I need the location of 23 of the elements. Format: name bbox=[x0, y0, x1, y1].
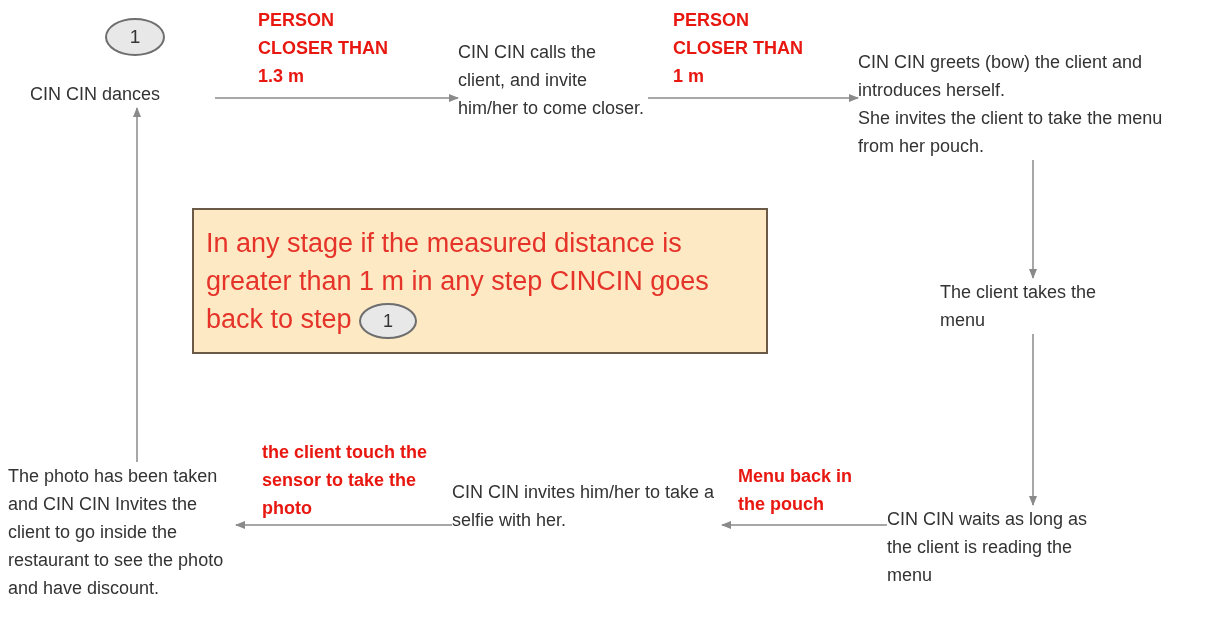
step-number-oval: 1 bbox=[359, 302, 418, 339]
edge-label: PERSON CLOSER THAN 1 m bbox=[673, 9, 804, 88]
step-text: The client takes the menu bbox=[940, 281, 1098, 332]
step-text: CIN CIN calls the client, and invite him/her to come closer. bbox=[458, 41, 646, 120]
edge-label: Menu back in the pouch bbox=[738, 465, 854, 516]
edge-label: PERSON CLOSER THAN 1.3 m bbox=[258, 9, 389, 88]
step-text: CIN CIN dances bbox=[30, 83, 162, 106]
arrow bbox=[214, 94, 459, 102]
step-text: CIN CIN waits as long as the client is reading the menu bbox=[887, 508, 1089, 587]
arrow bbox=[647, 94, 859, 102]
step-text: The photo has been taken and CIN CIN Invites the client to go inside the restaurant to see the photo and have discount. bbox=[8, 465, 225, 600]
arrow bbox=[721, 521, 888, 529]
step-text: She invites the client to take the menu from her pouch. bbox=[858, 107, 1164, 158]
arrow bbox=[1029, 159, 1037, 279]
note-text: In any stage if the measured distance is greater than 1 m in any step CINCIN goes back to step 1 bbox=[206, 224, 711, 339]
step-number-oval: 1 bbox=[105, 18, 165, 56]
step-text: CIN CIN invites him/her to take a selfie with her. bbox=[452, 481, 716, 532]
arrow bbox=[133, 107, 141, 463]
step-text: CIN CIN greets (bow) the client and introduces herself. bbox=[858, 51, 1144, 102]
edge-label: the client touch the sensor to take the photo bbox=[262, 441, 428, 520]
arrow bbox=[235, 521, 453, 529]
arrow bbox=[1029, 333, 1037, 506]
note-box bbox=[192, 208, 768, 354]
